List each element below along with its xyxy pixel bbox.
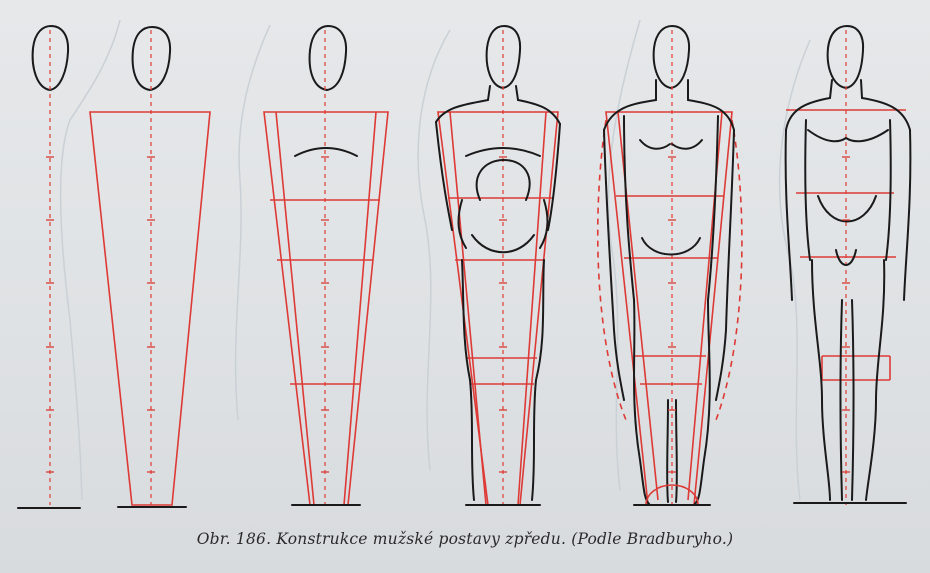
figure-1-head-and-axis [18, 26, 80, 508]
fig3-chest-arc [295, 148, 357, 156]
figure-4-torso-outline [436, 26, 560, 505]
figure-6-finished-figure [786, 26, 911, 505]
figure-5-body-with-arms [598, 26, 742, 505]
fig3-head-outline [310, 26, 347, 90]
fig2-wedge-outline [90, 112, 210, 505]
show-through-ghost-drawing [61, 20, 810, 500]
construction-illustration [0, 0, 930, 530]
figure-caption: Obr. 186. Konstrukce mužské postavy zpře… [0, 530, 930, 548]
figure-2-wedge [90, 27, 210, 507]
figure-3-divided-wedge [264, 26, 388, 505]
